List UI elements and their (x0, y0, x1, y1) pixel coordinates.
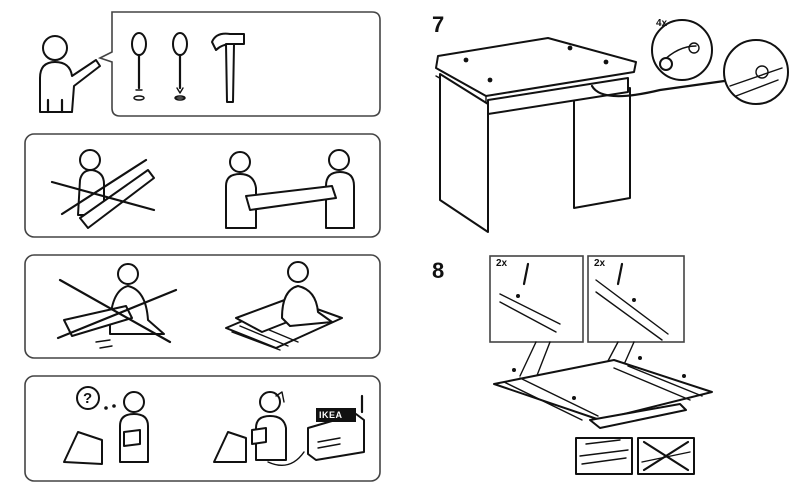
help-section: ? IKEA (24, 375, 381, 482)
cross-line-icon (56, 288, 178, 340)
step-7-number: 7 (432, 12, 444, 37)
two-person-lift-panel (24, 133, 381, 238)
phone-icon (275, 391, 285, 403)
ikea-store-icon: IKEA (307, 394, 365, 461)
drawer-runner-right (595, 279, 669, 341)
soft-rug-right (225, 261, 343, 351)
cross-line-icon (60, 158, 148, 216)
hard-surface-wrong-icon (637, 437, 695, 475)
person-pointing-figure (39, 35, 101, 114)
flathead-screwdriver-icon (131, 32, 147, 101)
soft-surface-section (24, 254, 381, 359)
runner-rail (613, 365, 703, 401)
step-8: 8 2x 2x (432, 255, 713, 475)
screw-icon (522, 262, 530, 286)
hard-floor-wrong (56, 263, 178, 349)
desk-underside (493, 359, 713, 421)
step-8-number: 8 (432, 258, 444, 283)
phillips-screwdriver-icon (172, 32, 188, 101)
phoning-person-figure (213, 391, 305, 466)
step-7: 7 4x (432, 12, 789, 233)
one-person-lift-wrong (50, 149, 156, 229)
confused-person-figure: ? (63, 386, 149, 465)
tools-panel (97, 11, 381, 117)
desk-left-leg (439, 73, 489, 233)
store-sign-text: IKEA (319, 410, 343, 420)
cross-icon (642, 440, 690, 472)
detail-circle-cam-lock (651, 19, 713, 81)
two-person-lift-right (225, 149, 355, 229)
detail-box-left (489, 255, 584, 343)
phone-cord-icon (267, 451, 305, 466)
cross-line-icon (58, 278, 172, 344)
question-mark: ? (83, 390, 92, 407)
question-bubble-icon (76, 386, 100, 410)
drawer-runner-left (499, 293, 561, 333)
cross-line-icon (50, 180, 156, 212)
runner-rail (503, 377, 599, 421)
hammer-icon (211, 32, 245, 103)
help-panel (24, 375, 381, 482)
cable-line (590, 74, 762, 98)
soft-surface-ok-icon (575, 437, 633, 475)
screw-icon (616, 262, 624, 286)
tools-section (39, 11, 381, 117)
soft-surface-panel (24, 254, 381, 359)
step-7-multiplier: 4x (656, 18, 668, 29)
store-sign-icon (316, 408, 356, 422)
desk-right-leg (573, 87, 631, 209)
two-person-lift-section (24, 133, 381, 238)
detail-left-multiplier: 2x (496, 258, 508, 269)
detail-right-multiplier: 2x (594, 258, 606, 269)
detail-box-right (587, 255, 685, 343)
